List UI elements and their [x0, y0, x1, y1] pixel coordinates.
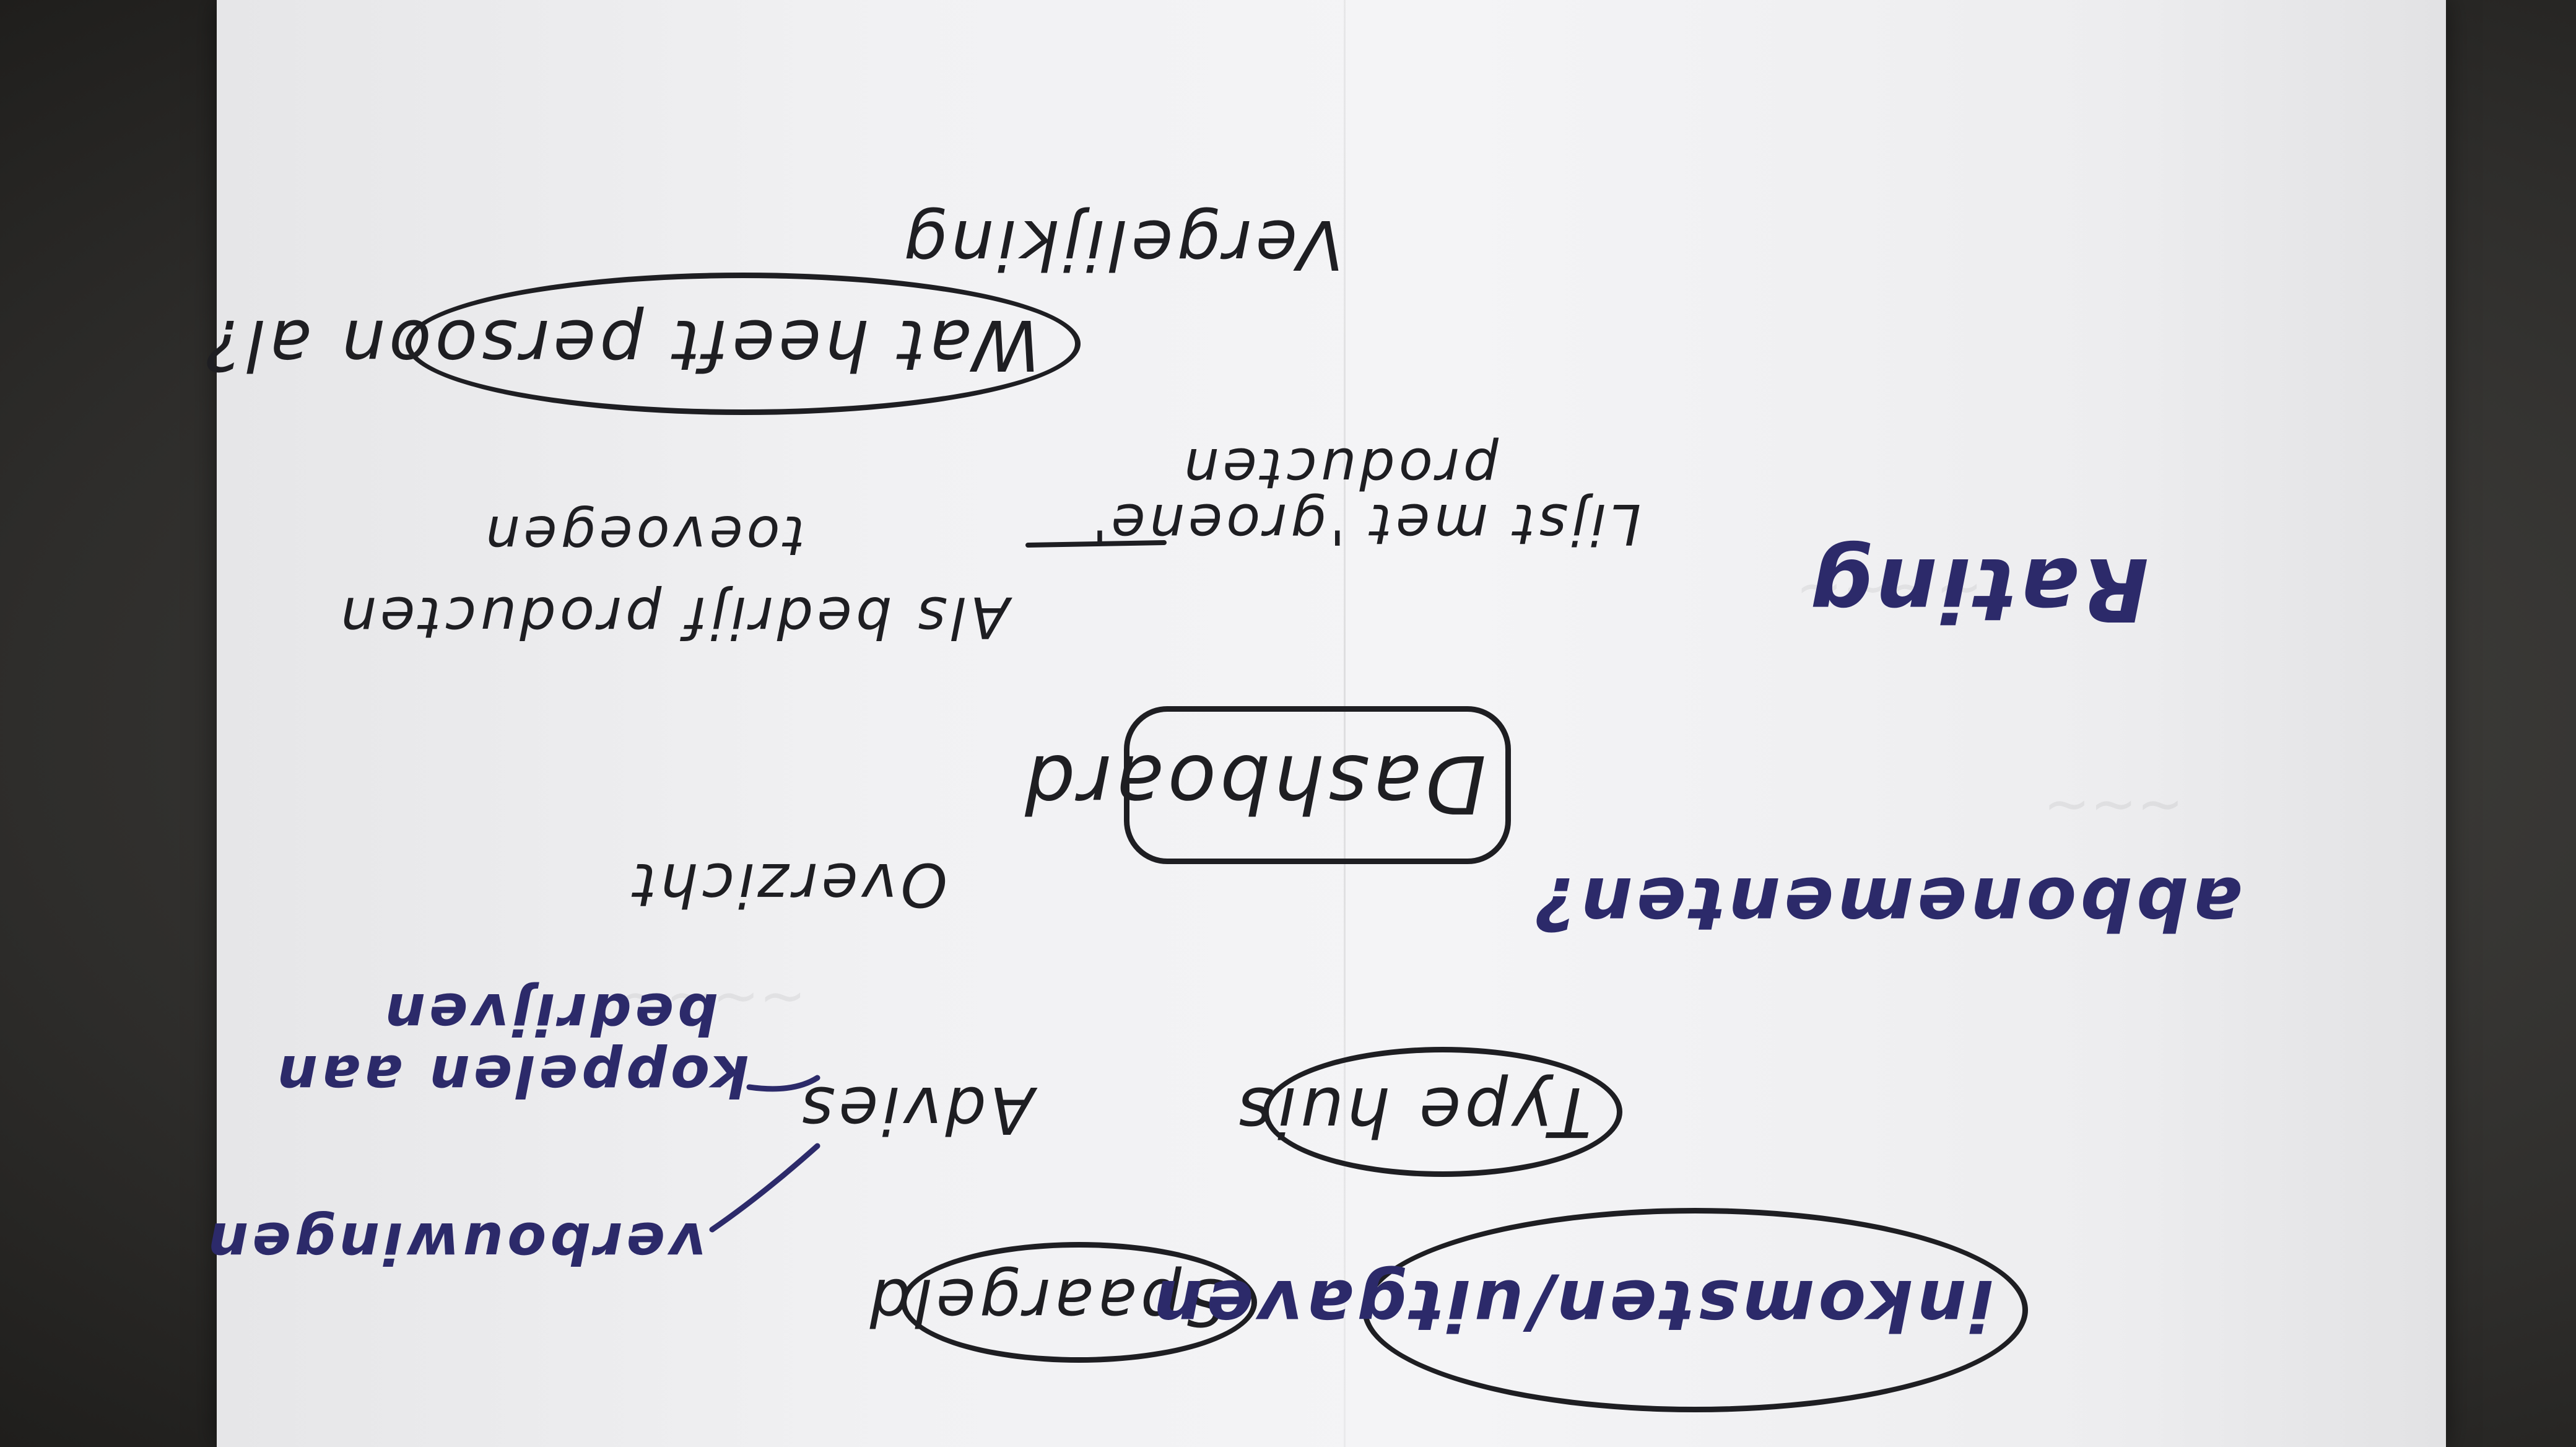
paper-sheet: [217, 0, 2446, 1447]
note-vergelijking: Vergelijking: [900, 205, 1344, 284]
bubble-outline: [406, 273, 1081, 415]
show-through-marks: ~~~: [2043, 774, 2184, 839]
note-rating: Rating: [1806, 538, 2149, 639]
bubble-outline: [1362, 1208, 2028, 1412]
note-koppelen-aan: koppelen aan: [273, 1043, 749, 1109]
note-dashboard: Dashboard: [1021, 737, 1486, 829]
note-producten: producten: [1180, 435, 1499, 501]
note-lijst-met: Lijst met 'groene': [1088, 491, 1641, 556]
bubble-outline: [1263, 1047, 1622, 1177]
note-toevoegen: toevoegen: [481, 504, 805, 567]
note-overzicht: Overzicht: [629, 850, 947, 919]
note-bedrijven: bedrijven: [381, 981, 718, 1047]
note-verbouwingen: verbouwingen: [204, 1210, 706, 1276]
dashboard-box: [1124, 706, 1511, 864]
note-abbonementen: abbonementen?: [1531, 861, 2242, 946]
note-type-huis: Type huis: [1234, 1072, 1592, 1152]
paper-fold-crease: [1344, 0, 1346, 1447]
note-inkomsten: inkomsten/uitgaven: [1149, 1264, 1994, 1345]
note-wat-heeft: Wat heeft persoon al?: [202, 304, 1040, 385]
note-als-bedrijf: Als bedrijf producten: [336, 584, 1009, 650]
note-advies: Advies: [798, 1072, 1034, 1148]
bubble-outline: [901, 1242, 1257, 1363]
